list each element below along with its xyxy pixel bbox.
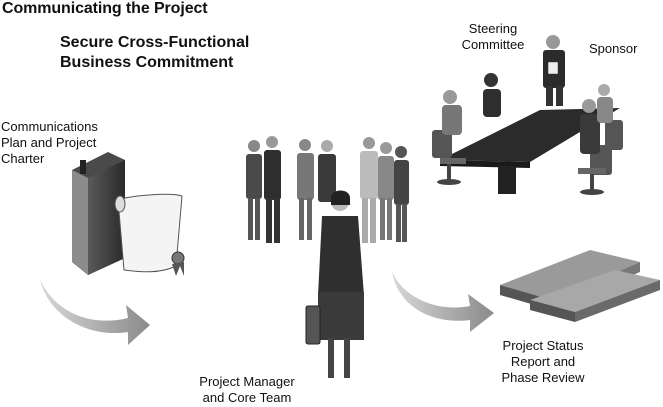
flow-arrow-right-icon [392,272,494,332]
status-report-books-icon [500,250,660,322]
flow-arrow-left-icon [40,280,150,345]
project-manager-icon [306,191,364,379]
steering-committee-icon [432,73,623,195]
sponsor-icon [543,35,565,106]
charter-scroll-icon [115,194,184,276]
binder-icon [72,152,125,275]
